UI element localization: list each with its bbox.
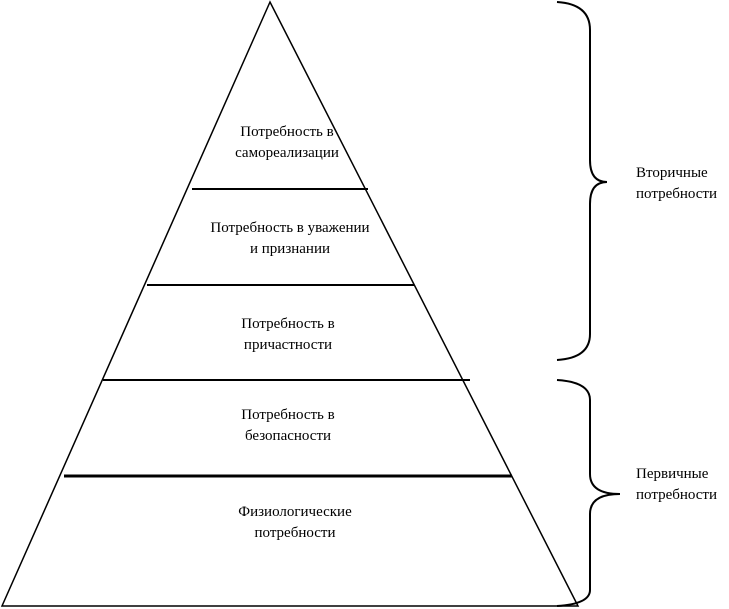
brace-secondary: [556, 1, 608, 361]
level-text-line: самореализации: [235, 145, 339, 161]
group-text-line: потребности: [636, 186, 717, 202]
level-physiological: Физиологические потребности: [238, 502, 352, 544]
level-text-line: Потребность в: [241, 316, 335, 332]
group-secondary-label: Вторичные потребности: [636, 163, 717, 205]
level-text-line: Потребность в: [240, 124, 334, 140]
group-primary-label: Первичные потребности: [636, 464, 717, 506]
level-text-line: причастности: [243, 337, 333, 353]
group-text-line: Первичные: [636, 466, 709, 482]
level-text-line: Физиологические: [238, 504, 352, 520]
group-text-line: Вторичные: [636, 165, 708, 181]
level-safety: Потребность в безопасности: [241, 405, 334, 447]
level-text-line: Потребность в уважении: [210, 220, 370, 236]
level-text-line: потребности: [254, 525, 336, 541]
level-self-actualization: Потребность в самореализации: [235, 122, 339, 164]
pyramid-outline: [0, 0, 580, 607]
level-text-line: Потребность в: [241, 407, 335, 423]
level-text-line: и признании: [249, 241, 331, 257]
level-belonging: Потребность в причастности: [241, 314, 334, 356]
level-esteem: Потребность в уважении и признании: [210, 218, 369, 260]
group-text-line: потребности: [636, 487, 717, 503]
brace-primary: [556, 379, 621, 607]
level-text-line: безопасности: [244, 428, 332, 444]
